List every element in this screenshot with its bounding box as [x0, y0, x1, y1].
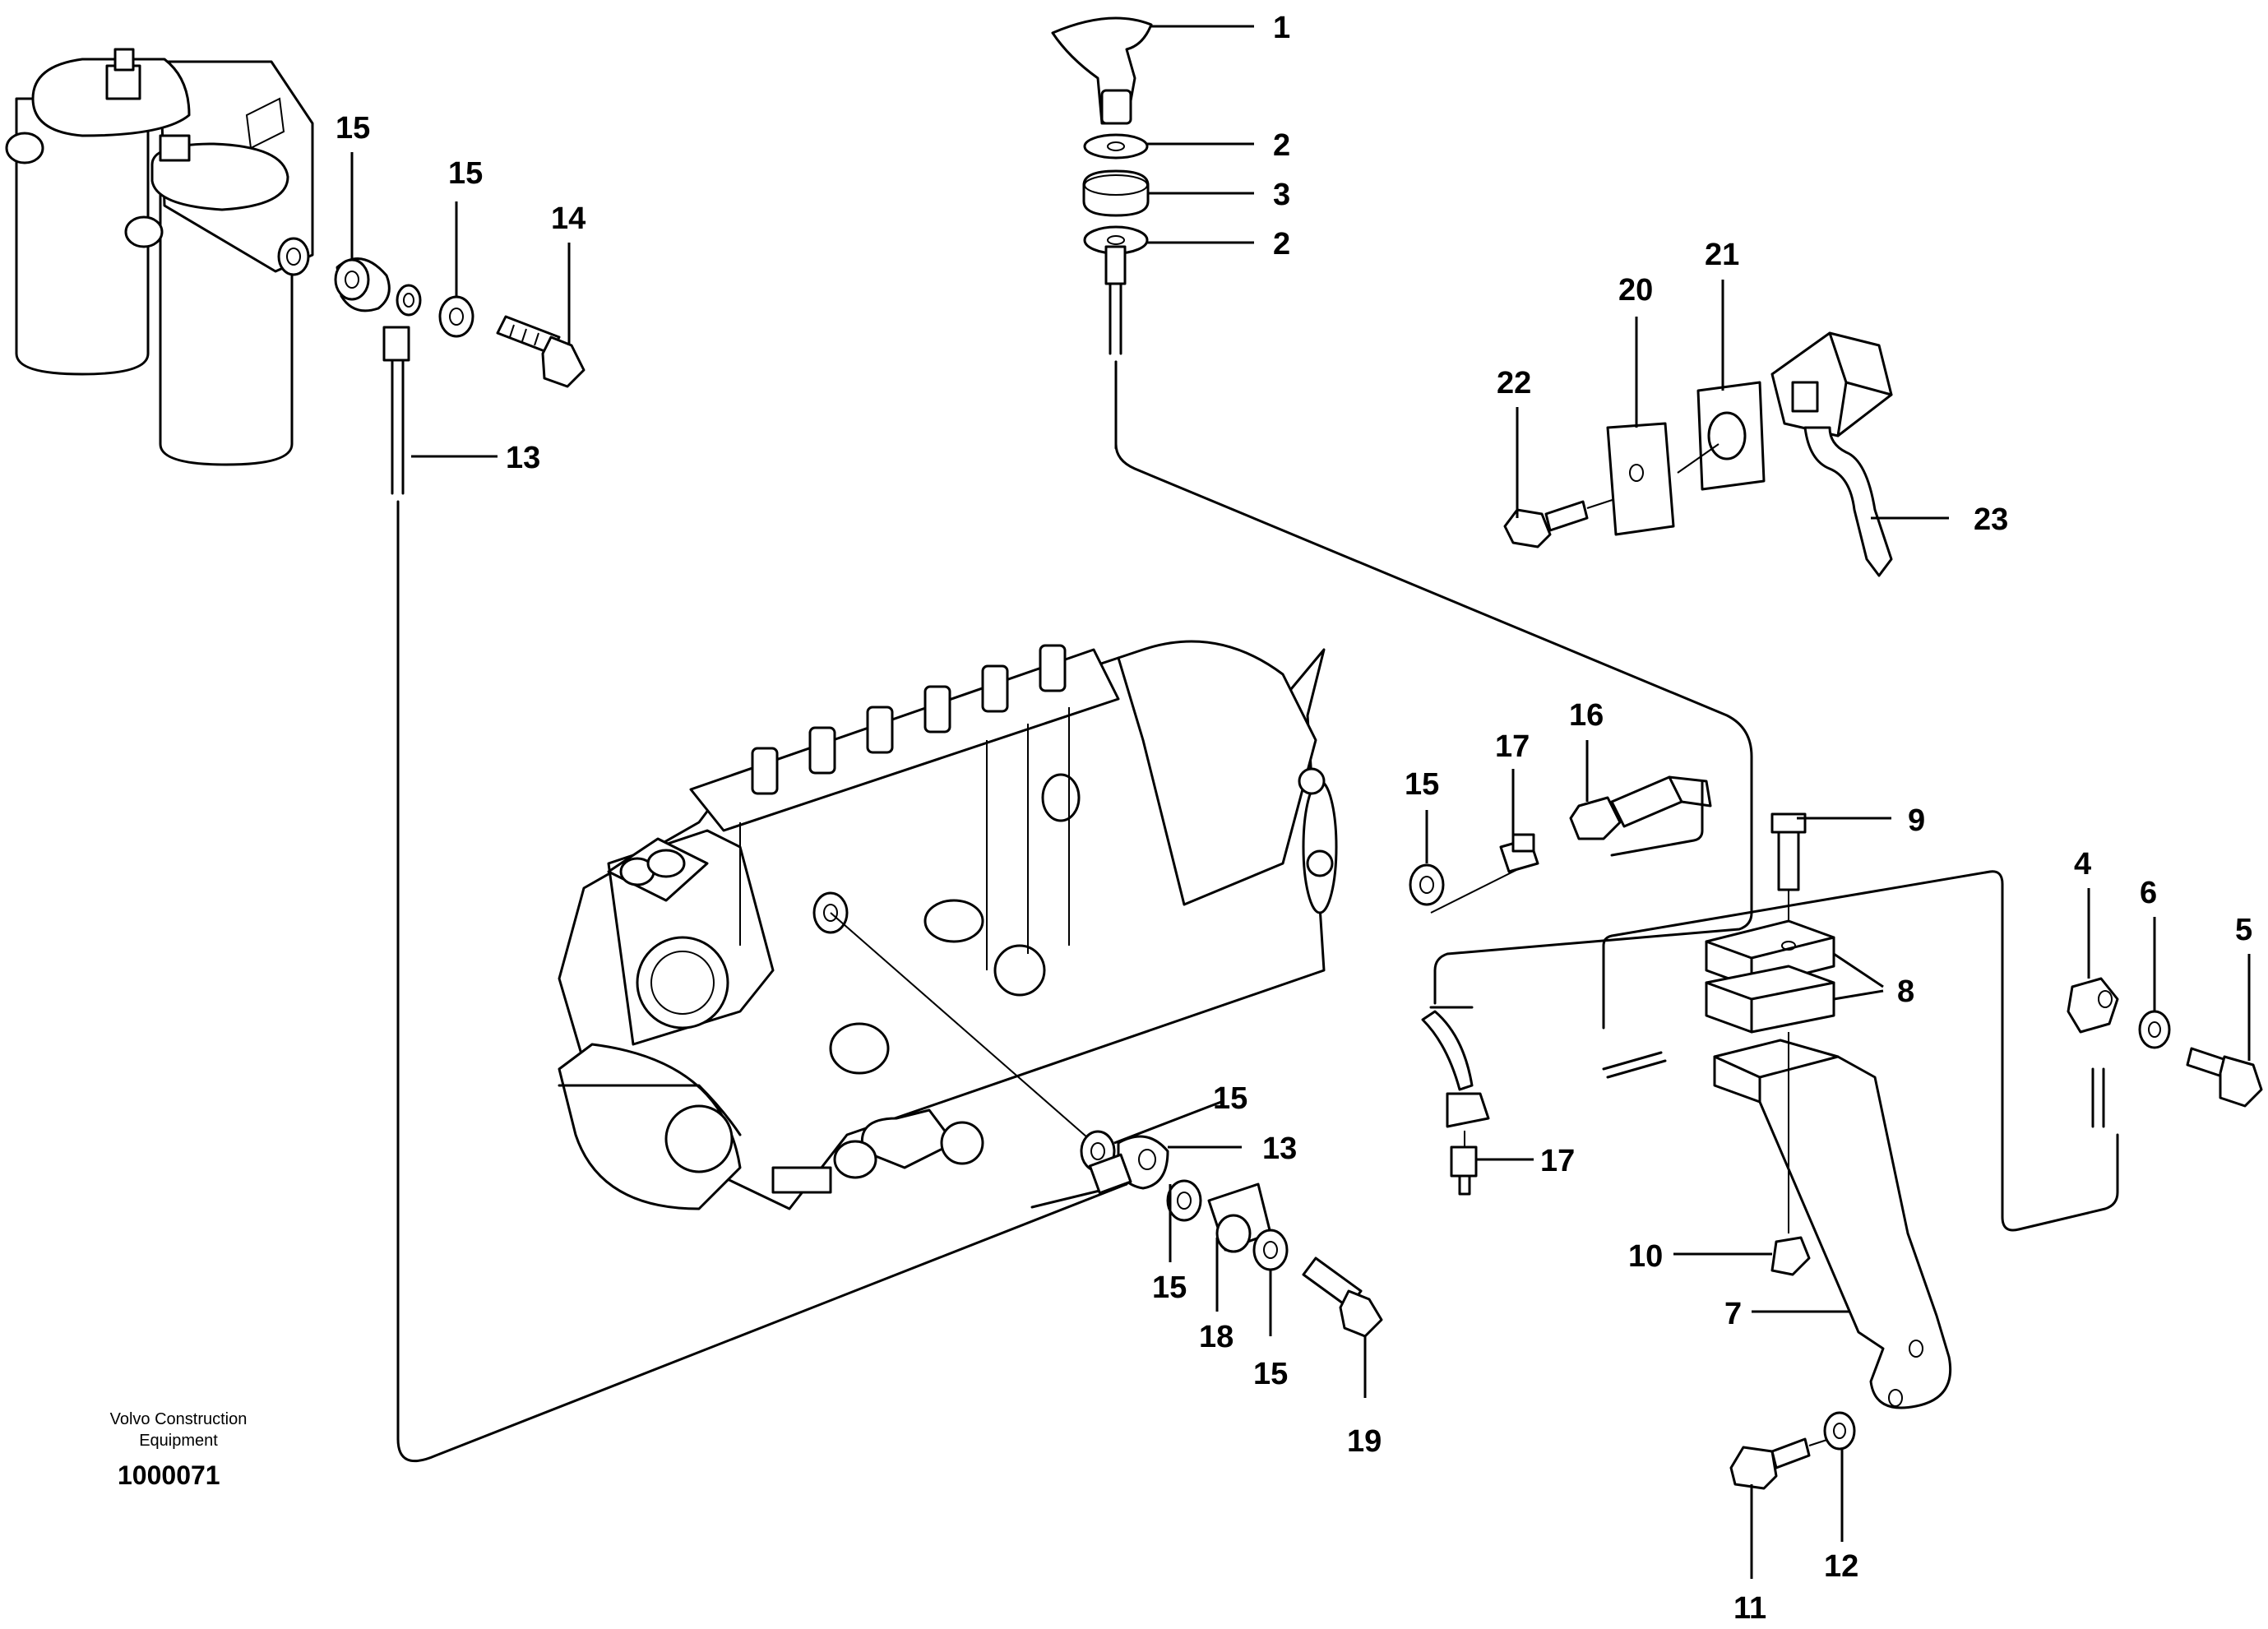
- document-number: 1000071: [118, 1460, 220, 1490]
- callout-labels: 1 2 3 2 4 5 6 7 8 9 10 11 12 13 13 14 15…: [336, 11, 2252, 1626]
- callout-4: 4: [2074, 847, 2091, 882]
- callout-9: 9: [1908, 803, 1925, 838]
- callout-17-lower: 17: [1540, 1144, 1575, 1178]
- callout-1: 1: [1273, 11, 1290, 45]
- publisher-line-1: Volvo Construction: [110, 1410, 248, 1428]
- washer-12: [1823, 1411, 1856, 1451]
- callout-20: 20: [1618, 273, 1653, 308]
- stop-control-knob: [1051, 16, 1153, 125]
- washer-15-lower-c: [1252, 1229, 1289, 1271]
- callout-15-e: 15: [1152, 1270, 1187, 1305]
- stop-line-fitting-16-assembly: [1430, 775, 1712, 914]
- center-line-lower: [830, 912, 1095, 1144]
- callout-19: 19: [1347, 1424, 1382, 1459]
- callout-15-d: 15: [1213, 1081, 1247, 1116]
- callout-2-lower: 2: [1273, 227, 1290, 261]
- washer-15-top-right: [438, 295, 474, 338]
- banjo-bolt-19: [1302, 1256, 1383, 1338]
- stop-cable-sleeve: [1104, 245, 1127, 285]
- callout-2-upper: 2: [1273, 128, 1290, 163]
- bolt-11: [1729, 1434, 1843, 1490]
- callout-6: 6: [2140, 876, 2157, 910]
- plate-20: [1606, 422, 1675, 536]
- callout-17-upper: 17: [1495, 729, 1530, 764]
- callout-14: 14: [551, 201, 586, 236]
- sleeve-nut-4: [2067, 977, 2119, 1034]
- callout-15-c: 15: [1405, 767, 1439, 802]
- callout-3: 3: [1273, 178, 1290, 212]
- callout-15-b: 15: [448, 156, 483, 191]
- callout-15-f: 15: [1253, 1357, 1288, 1391]
- bolt-22: [1503, 493, 1633, 548]
- callout-8: 8: [1897, 974, 1914, 1009]
- callout-22: 22: [1497, 366, 1531, 400]
- bracket-7: [1713, 1039, 1952, 1409]
- diagram-footer: Volvo Construction Equipment 1000071: [110, 1410, 248, 1490]
- callout-16: 16: [1569, 698, 1604, 733]
- union-17-upper: [1499, 833, 1539, 873]
- callout-21: 21: [1705, 238, 1739, 272]
- publisher-line-2: Equipment: [139, 1432, 218, 1450]
- clamp-8: [1705, 919, 1835, 1034]
- washer-15-pump: [1409, 863, 1445, 906]
- callout-13-upper: 13: [506, 441, 540, 475]
- injector-outlets: [751, 644, 1067, 795]
- banjo-fitting-13-lower: [1088, 1135, 1169, 1195]
- gasket-21: [1696, 381, 1766, 491]
- callout-12: 12: [1824, 1549, 1858, 1584]
- solenoid-23: [1770, 331, 1893, 577]
- spacer-18: [1207, 1182, 1272, 1253]
- stop-cable: [1109, 282, 1753, 1128]
- washer-15-lower-b: [1166, 1179, 1202, 1222]
- bolt-5: [2186, 1047, 2263, 1108]
- callout-11: 11: [1733, 1591, 1766, 1625]
- washer-2-upper: [1083, 133, 1149, 160]
- banjo-bolt-14: [496, 315, 586, 388]
- callout-5: 5: [2235, 913, 2252, 947]
- fuel-filter-assembly: [5, 48, 314, 466]
- callout-23: 23: [1974, 502, 2008, 537]
- nut-16: [1569, 796, 1622, 840]
- injection-pump-body: [558, 640, 1338, 1210]
- callout-10: 10: [1628, 1239, 1663, 1274]
- solenoid-center-line: [1677, 443, 1720, 474]
- callout-7: 7: [1724, 1297, 1742, 1331]
- washer-15-top-left: [334, 258, 370, 301]
- callout-18: 18: [1199, 1320, 1234, 1354]
- callout-13-lower: 13: [1262, 1132, 1297, 1166]
- control-cable-right: [1602, 870, 2119, 1232]
- callout-15-a: 15: [336, 111, 370, 146]
- nut-10: [1770, 1236, 1811, 1276]
- union-17-lower: [1450, 1131, 1478, 1196]
- leader-lines: [350, 25, 2251, 1579]
- nut-3: [1082, 169, 1150, 217]
- washer-6: [2138, 1010, 2171, 1049]
